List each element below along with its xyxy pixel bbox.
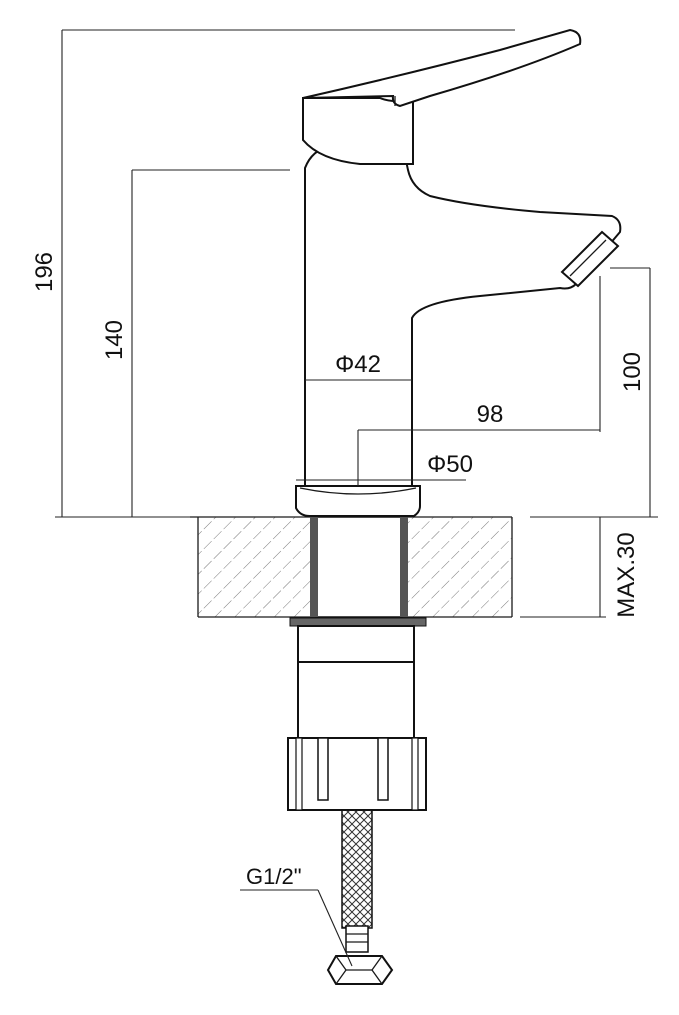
braided-hose [326,809,394,985]
mounting-nut [287,625,427,811]
dim-spout-height: 100 [619,352,646,392]
lever-handle [302,28,582,165]
faucet-body [295,144,622,517]
dim-total-height: 196 [31,252,58,292]
thread-label: G1/2" [246,864,302,889]
dim-base-diameter: Φ50 [427,451,473,478]
dim-reach: 98 [477,401,504,428]
dim-max-counter-thickness: MAX.30 [613,532,640,617]
dim-body-diameter: Φ42 [335,351,381,378]
dimension-lines [55,29,658,967]
mounting-shank [289,516,427,627]
dim-body-height: 140 [101,320,128,360]
countertop-section [190,516,513,618]
